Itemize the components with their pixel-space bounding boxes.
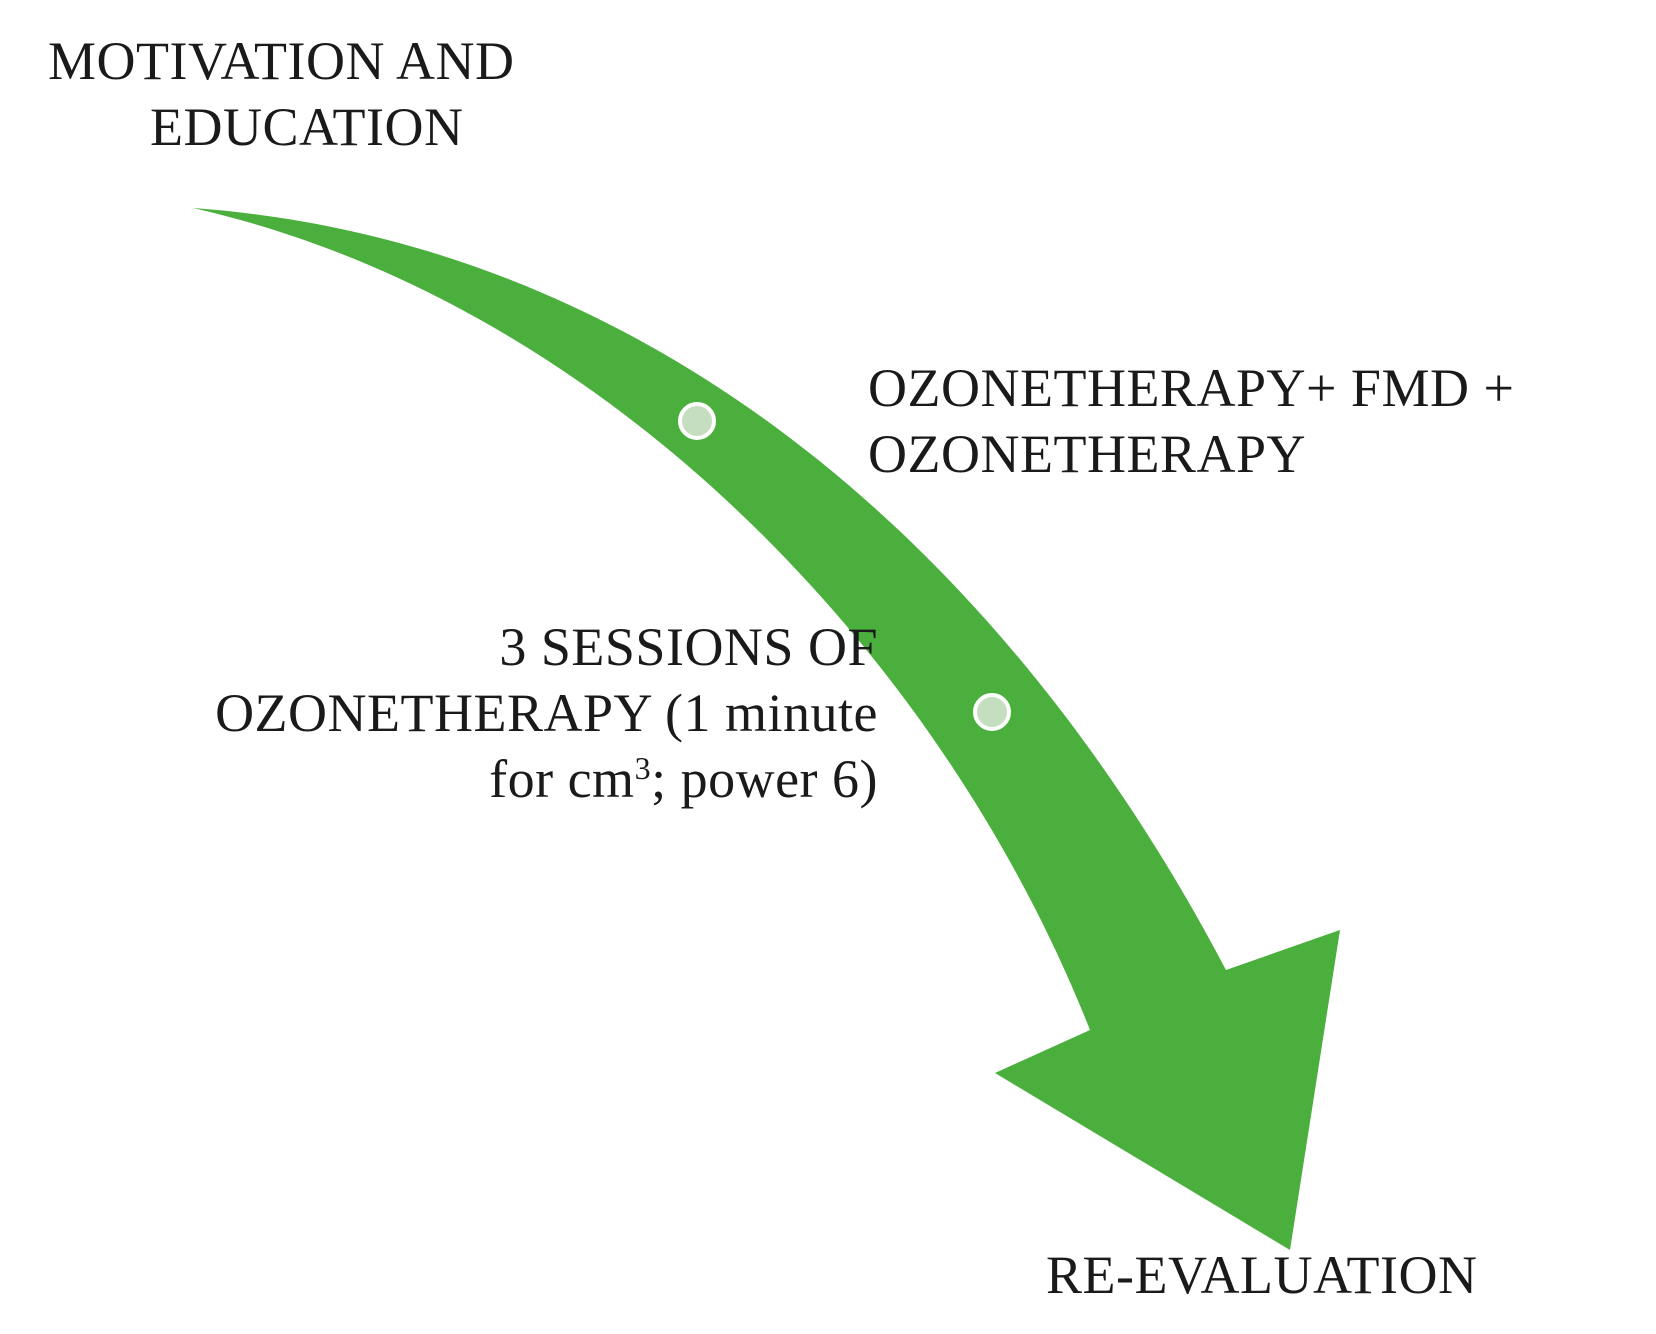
step-1-line-1: OZONETHERAPY+ FMD +	[868, 358, 1515, 418]
flow-arrow	[193, 208, 1340, 1250]
step-2-line-3-after: ; power 6)	[651, 749, 878, 809]
step-start-line-1: MOTIVATION AND	[48, 31, 515, 91]
step-marker-1	[678, 402, 716, 440]
step-2-line-2: OZONETHERAPY (1 minute	[215, 683, 878, 743]
step-start-line-2: EDUCATION	[150, 97, 464, 157]
step-2-line-3: for cm3; power 6)	[215, 746, 878, 812]
step-start-label: MOTIVATION AND EDUCATION	[48, 28, 515, 160]
step-marker-2	[973, 693, 1011, 731]
step-2-line-1: 3 SESSIONS OF	[499, 617, 878, 677]
step-1-line-2: OZONETHERAPY	[868, 424, 1306, 484]
step-2-label: 3 SESSIONS OF OZONETHERAPY (1 minute for…	[215, 614, 878, 812]
step-end-label: RE-EVALUATION	[1046, 1245, 1478, 1305]
step-2-line-3-before: for cm	[489, 749, 635, 809]
step-1-label: OZONETHERAPY+ FMD + OZONETHERAPY	[868, 355, 1514, 487]
step-2-line-3-sup: 3	[634, 750, 652, 786]
